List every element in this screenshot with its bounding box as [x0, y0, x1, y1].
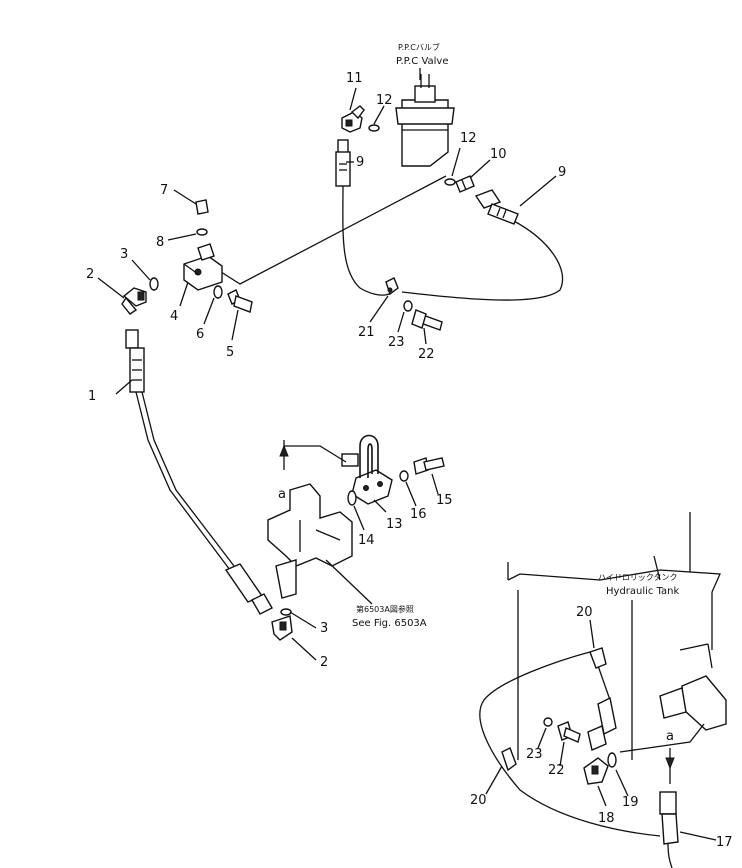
- pilot-line-a: [283, 440, 347, 463]
- hyd-tank-caption-jp: ハイドロリックタンク: [598, 573, 678, 582]
- hose-1-lower-fitting: [224, 563, 273, 615]
- elbow-11: [341, 105, 365, 133]
- callout-11: 11: [346, 71, 363, 86]
- arrow-a-bottom-head: [665, 757, 675, 770]
- callout-20-lower: 20: [470, 793, 487, 808]
- ppc-valve-caption-en: P.P.C Valve: [396, 56, 449, 67]
- callout-22-upper: 22: [418, 347, 435, 362]
- callout-7: 7: [160, 183, 168, 198]
- callout-9-right: 9: [558, 165, 566, 180]
- see-fig-caption-en: See Fig. 6503A: [352, 618, 427, 629]
- elbow-2-upper: [121, 287, 147, 315]
- oring-8: [196, 228, 208, 236]
- hose-1-run-b: [141, 391, 235, 567]
- clamp-21: [385, 277, 399, 296]
- callout-18: 18: [598, 811, 615, 826]
- washer-16: [399, 470, 409, 482]
- oring-14: [347, 490, 357, 506]
- elbow-18: [583, 757, 609, 785]
- callout-15: 15: [436, 493, 453, 508]
- callout-19: 19: [622, 795, 639, 810]
- hose-1-run: [135, 391, 231, 571]
- oring-12-right: [444, 178, 456, 186]
- callout-2-lower: 2: [320, 655, 328, 670]
- callout-23-upper: 23: [388, 335, 405, 350]
- callout-10: 10: [490, 147, 507, 162]
- hose-9-right: [474, 189, 519, 225]
- callout-2-upper: 2: [86, 267, 94, 282]
- oring-3-upper: [149, 277, 159, 291]
- block-4: [183, 243, 223, 291]
- callout-3-upper: 3: [120, 247, 128, 262]
- hose-1: [125, 329, 145, 393]
- washer-6: [213, 285, 223, 299]
- oring-19: [607, 752, 617, 768]
- callout-8: 8: [156, 235, 164, 250]
- hydraulic-tank: [507, 512, 727, 760]
- callout-12-left: 12: [376, 93, 393, 108]
- hose-9b-run: [401, 219, 564, 301]
- connector-10: [455, 175, 475, 193]
- ppc-valve: [395, 74, 455, 167]
- pilot-line-tank: [619, 723, 705, 753]
- oring-12-left: [368, 124, 380, 132]
- clamp-20-upper: [589, 647, 607, 669]
- bolt-22-upper: [411, 309, 443, 331]
- washer-23-lower: [543, 717, 553, 727]
- hose-tank-fitting: [587, 696, 617, 751]
- callout-21: 21: [358, 325, 375, 340]
- hose-9-run: [342, 185, 395, 296]
- callout-6: 6: [196, 327, 204, 342]
- see-fig-caption-jp: 第6503A図参照: [356, 604, 414, 614]
- hose-9-upper-left: [335, 139, 351, 187]
- callout-20-upper: 20: [576, 605, 593, 620]
- washer-23-upper: [403, 300, 413, 312]
- bolt-5: [227, 289, 253, 313]
- callout-5: 5: [226, 345, 234, 360]
- callout-9-left: 9: [356, 155, 364, 170]
- plug-7: [195, 199, 209, 215]
- callout-3-lower: 3: [320, 621, 328, 636]
- clamp-20-lower: [501, 747, 517, 772]
- callout-23-lower: 23: [526, 747, 543, 762]
- callout-17: 17: [716, 835, 733, 850]
- elbow-2-lower: [271, 615, 293, 641]
- bolt-15: [413, 457, 445, 475]
- bolt-22-lower: [557, 721, 581, 743]
- callout-4: 4: [170, 309, 178, 324]
- callout-14: 14: [358, 533, 375, 548]
- marker-a-bottom: a: [666, 729, 674, 744]
- hose-17-fitting: [659, 791, 679, 868]
- callout-12-right: 12: [460, 131, 477, 146]
- hose-17-loop: [479, 651, 661, 837]
- flange-13: [341, 434, 393, 505]
- callout-leaders: [97, 87, 717, 841]
- ppc-valve-caption-jp: P.P.Cバルブ: [398, 42, 440, 52]
- arrow-a-head: [279, 444, 289, 457]
- oring-3-lower: [280, 608, 292, 616]
- pilot-line-4: [217, 175, 447, 285]
- callout-1: 1: [88, 389, 96, 404]
- marker-a-top: a: [278, 487, 286, 502]
- see-fig-leader: [325, 559, 373, 605]
- callout-16: 16: [410, 507, 427, 522]
- callout-13: 13: [386, 517, 403, 532]
- callout-22-lower: 22: [548, 763, 565, 778]
- hyd-tank-caption-en: Hydraulic Tank: [606, 586, 680, 597]
